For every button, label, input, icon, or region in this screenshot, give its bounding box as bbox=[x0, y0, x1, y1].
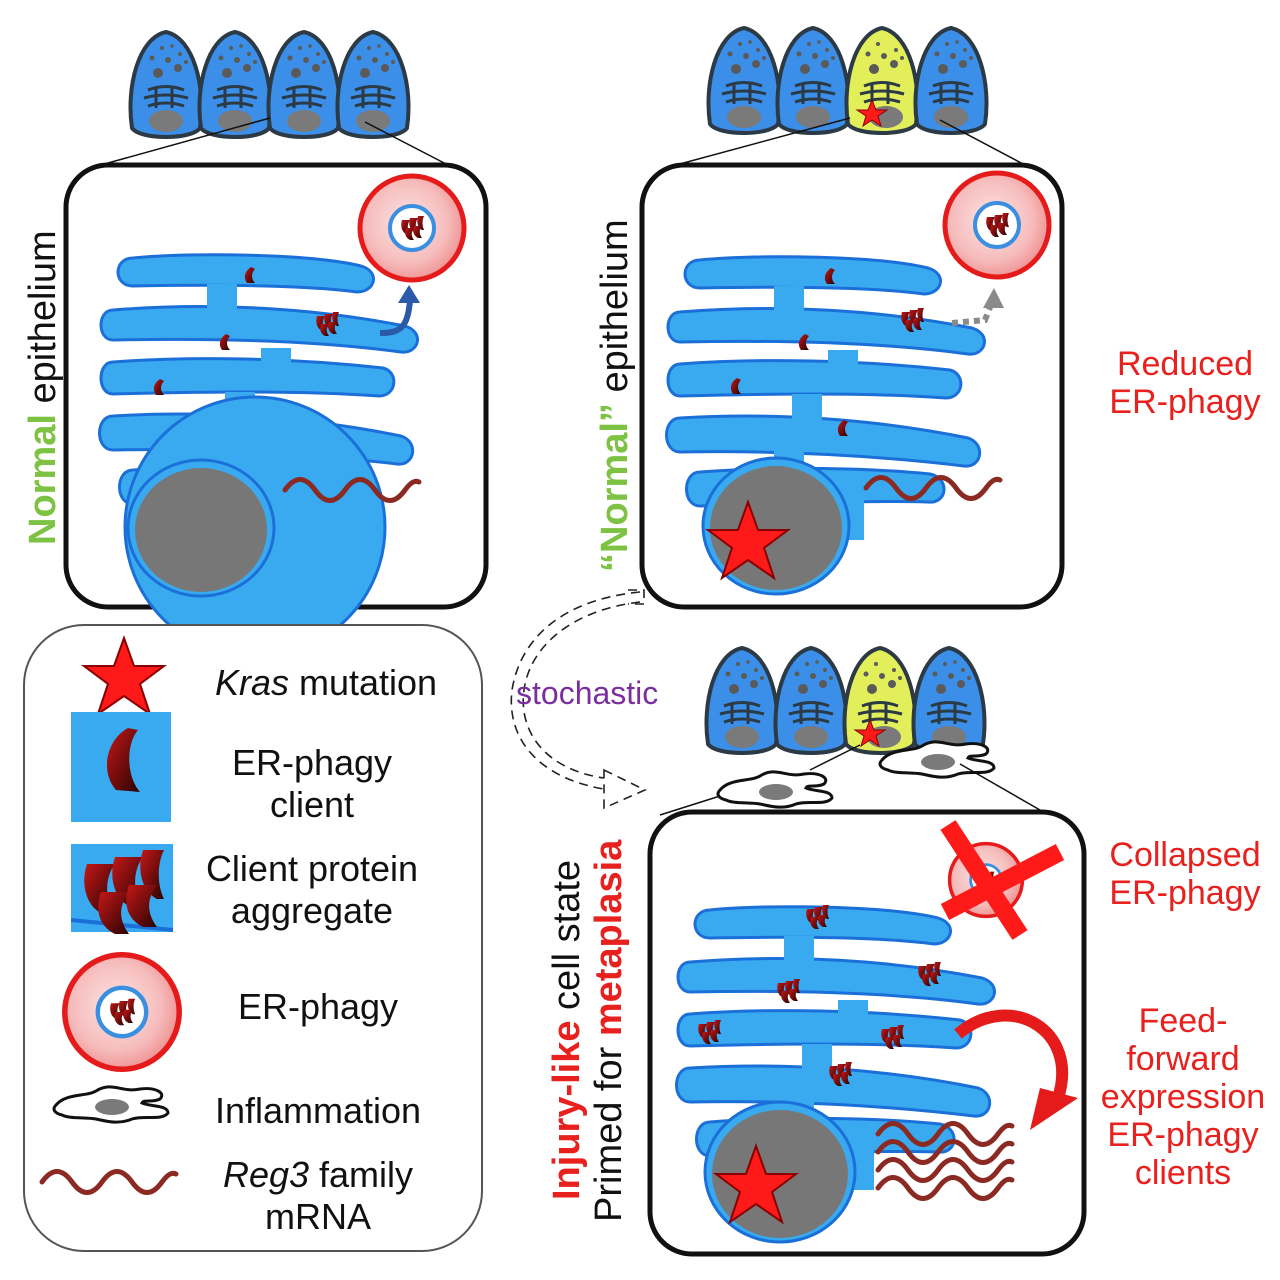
feed-forward-arrow bbox=[954, 1009, 1078, 1130]
legend-label-er-phagy: ER-phagy bbox=[196, 986, 440, 1028]
label-normal-quoted-word: “Normal” bbox=[594, 403, 636, 572]
label-metaplasia-word: metaplasia bbox=[588, 839, 630, 1037]
nucleus bbox=[126, 458, 276, 598]
epithelial-cell bbox=[913, 26, 989, 135]
zoom-line bbox=[809, 744, 861, 771]
panel-label-injury-like: Injury-like cell state bbox=[546, 860, 589, 1200]
inflammation-cell bbox=[716, 770, 834, 809]
epithelium-row bbox=[706, 26, 989, 135]
label-primed-for-word: Primed for bbox=[588, 1036, 630, 1222]
legend-line: mRNA bbox=[265, 1196, 371, 1238]
note-line: Collapsed bbox=[1109, 836, 1261, 874]
legend-label-kras: Kras mutation bbox=[196, 662, 456, 704]
legend-line: Inflammation bbox=[214, 1090, 422, 1131]
collapsed-er-phagy bbox=[940, 820, 1065, 940]
legend-line: client bbox=[269, 784, 355, 826]
epithelial-cell bbox=[335, 30, 411, 139]
epithelium-row bbox=[128, 30, 411, 139]
legend-icons bbox=[42, 637, 179, 1193]
epithelial-cell bbox=[128, 30, 204, 139]
label-epithelium-word: epithelium bbox=[22, 230, 64, 415]
er-phagy-arrow bbox=[379, 299, 413, 336]
legend-label-reg3-mrna: Reg3 family mRNA bbox=[196, 1154, 440, 1239]
panel-injury-like-state bbox=[647, 646, 1087, 1257]
client-aggregate-icon bbox=[70, 844, 174, 934]
legend-line: Reg3 family bbox=[196, 1154, 440, 1196]
note-line: ER-phagy bbox=[1109, 874, 1261, 913]
er-phagy-vesicle bbox=[360, 176, 464, 280]
legend-kras-rest: mutation bbox=[288, 662, 438, 703]
epithelial-cell bbox=[773, 646, 849, 755]
zoom-line bbox=[89, 117, 271, 169]
zoom-line bbox=[939, 119, 1026, 166]
cross-icon bbox=[940, 844, 1065, 920]
label-stochastic: stochastic bbox=[516, 675, 659, 711]
mutant-epithelial-cell bbox=[842, 646, 918, 755]
note-line: ER-phagy bbox=[1109, 383, 1261, 422]
er-phagy-client-icon bbox=[71, 712, 171, 822]
zoom-line bbox=[664, 117, 851, 169]
legend-line: aggregate bbox=[230, 890, 394, 932]
epithelium-row bbox=[704, 646, 987, 755]
epithelial-cell bbox=[911, 646, 987, 755]
epithelial-cell bbox=[266, 30, 342, 139]
note-line: ER-phagy bbox=[1107, 1116, 1259, 1155]
legend-line: ER-phagy bbox=[237, 986, 399, 1027]
label-injury-like-word: Injury-like bbox=[546, 1020, 588, 1201]
epithelial-cell bbox=[775, 26, 851, 135]
note-line: Feed- bbox=[1138, 1002, 1228, 1040]
note-line: Reduced bbox=[1116, 345, 1254, 383]
panel-normal-quoted-epithelium bbox=[639, 26, 1065, 610]
stochastic-transition-arrow bbox=[510, 589, 647, 810]
legend-reg3-rest: family bbox=[309, 1154, 414, 1195]
er-phagy-vesicle-icon bbox=[65, 955, 179, 1069]
label-cell-state-word: cell state bbox=[546, 859, 588, 1021]
legend-label-er-phagy-client: ER-phagy client bbox=[196, 742, 428, 827]
note-line: forward bbox=[1126, 1040, 1240, 1079]
panel-label-normal-quoted: “Normal” epithelium bbox=[594, 219, 637, 572]
legend-label-client-aggregate: Client protein aggregate bbox=[190, 848, 434, 933]
legend-label-inflammation: Inflammation bbox=[196, 1090, 440, 1132]
note-feed-forward-expression: Feed- forward expression ER-phagy client… bbox=[1086, 1002, 1280, 1192]
label-epithelium-word: epithelium bbox=[594, 219, 636, 404]
legend-reg3-italic: Reg3 bbox=[222, 1154, 310, 1195]
note-line: expression bbox=[1100, 1078, 1266, 1117]
panel-label-normal: Normal epithelium bbox=[22, 230, 65, 545]
zoom-line bbox=[364, 121, 449, 166]
label-normal-word: Normal bbox=[22, 414, 64, 545]
panel-normal-epithelium bbox=[63, 30, 489, 659]
er-phagy-arrow-head bbox=[398, 285, 420, 303]
cross-icon bbox=[940, 820, 1028, 940]
note-reduced-er-phagy: Reduced ER-phagy bbox=[1090, 345, 1280, 421]
zoom-line bbox=[659, 795, 721, 816]
legend-line: ER-phagy bbox=[231, 742, 393, 783]
note-line: clients bbox=[1134, 1154, 1232, 1193]
panel-label-primed-for-metaplasia: Primed for metaplasia bbox=[588, 840, 631, 1222]
er-phagy-vesicle bbox=[945, 173, 1049, 277]
legend-kras-italic: Kras bbox=[214, 662, 289, 703]
reduced-er-phagy-arrow-head bbox=[983, 288, 1004, 308]
zoom-line bbox=[959, 763, 1041, 811]
epithelial-cell bbox=[704, 646, 780, 755]
mutant-epithelial-cell bbox=[844, 26, 920, 135]
epithelial-cell bbox=[706, 26, 782, 135]
legend-line: Client protein bbox=[205, 848, 419, 889]
note-collapsed-er-phagy: Collapsed ER-phagy bbox=[1090, 836, 1280, 912]
